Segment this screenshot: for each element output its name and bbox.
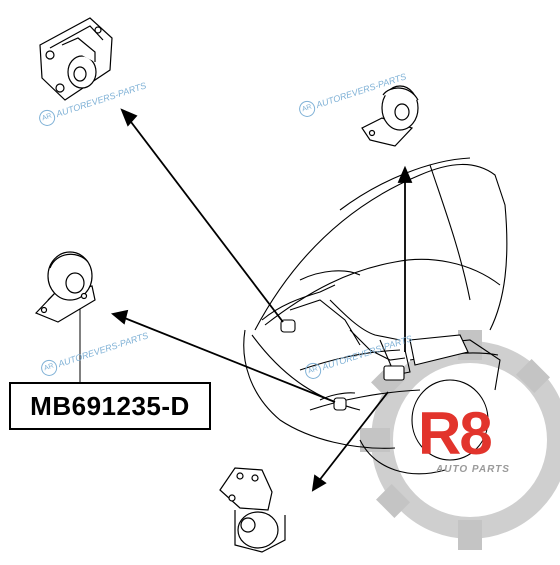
mount-part-top-right (361, 85, 419, 147)
mount-part-bottom (219, 467, 286, 553)
brand-logo-text: R8 (418, 400, 493, 467)
mount-point-icon (280, 319, 405, 411)
mount-part-left (34, 251, 96, 323)
part-number-label: MB691235-D (9, 382, 211, 430)
mount-part-top-left (39, 17, 113, 101)
brand-logo-subtext: AUTO PARTS (436, 464, 510, 475)
car-body-outline (243, 157, 508, 475)
pointer-arrows (110, 108, 413, 492)
